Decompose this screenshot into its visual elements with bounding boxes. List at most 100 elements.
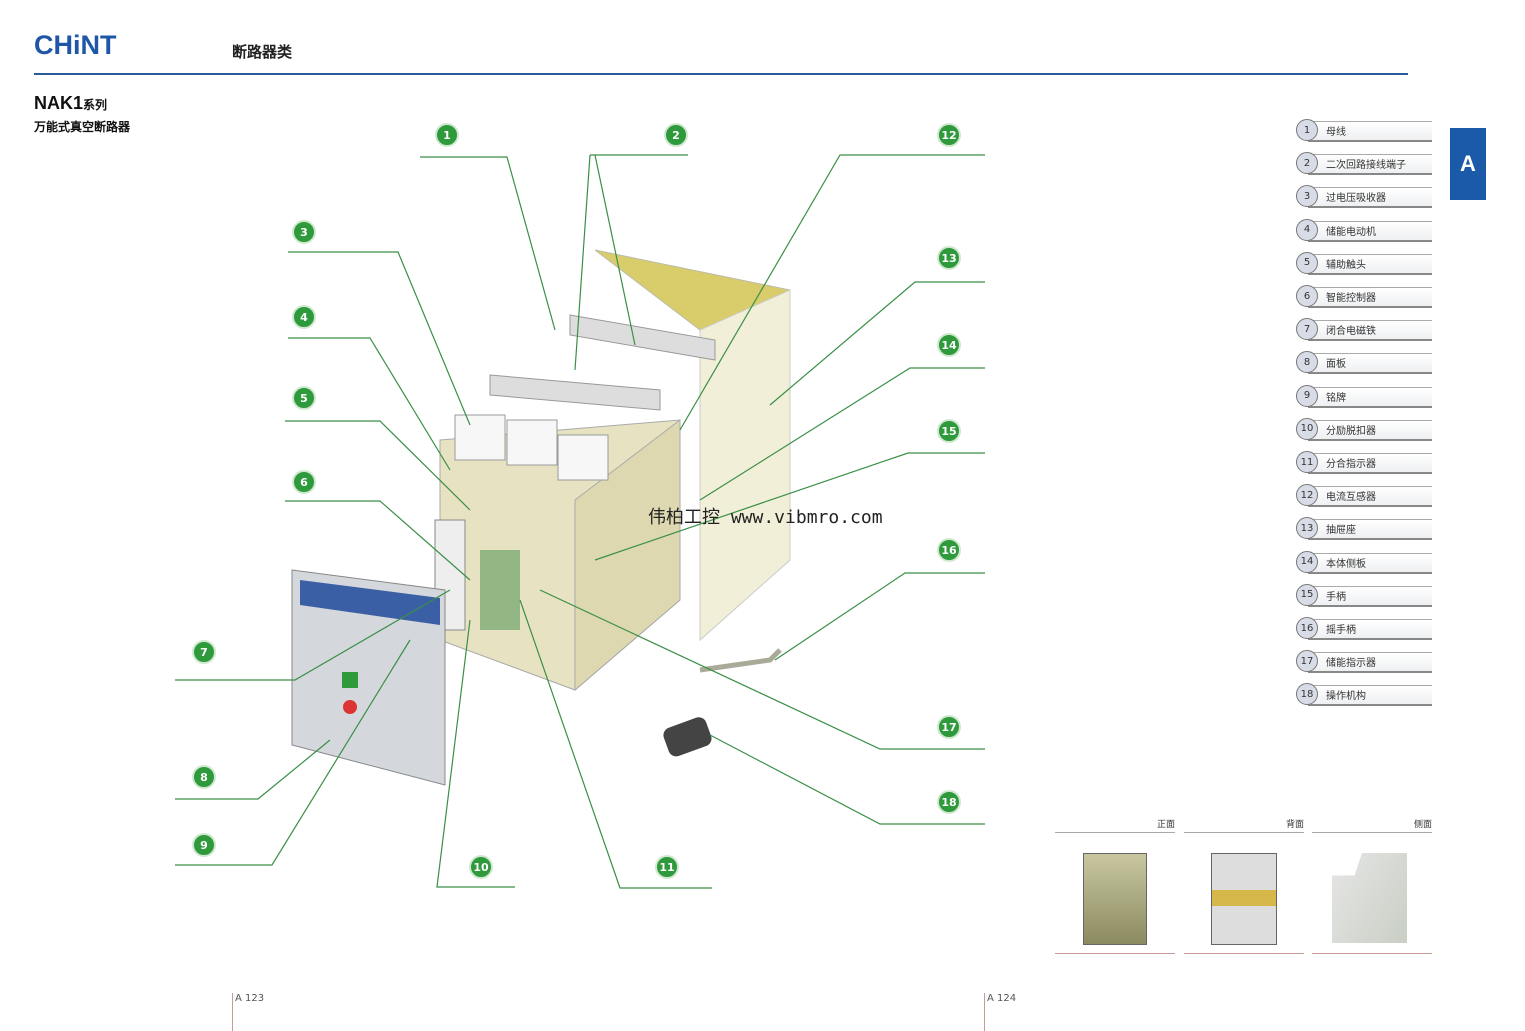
legend-bar bbox=[1308, 652, 1432, 674]
legend-item: 15 手柄 bbox=[1296, 583, 1432, 607]
callout-circle bbox=[937, 123, 961, 147]
callout-circle bbox=[192, 640, 216, 664]
legend-label: 分合指示器 bbox=[1326, 459, 1376, 470]
legend-label: 闭合电磁铁 bbox=[1326, 326, 1376, 338]
callout-number: 4 bbox=[300, 311, 308, 324]
front-view-image bbox=[1083, 853, 1147, 945]
callout-number: 5 bbox=[300, 392, 308, 405]
callout-number: 10 bbox=[473, 861, 489, 874]
callout-number: 13 bbox=[941, 252, 956, 265]
callout-6: 6 bbox=[292, 470, 316, 494]
product-subtitle: 万能式真空断路器 bbox=[34, 120, 131, 134]
legend-bar bbox=[1308, 386, 1432, 408]
legend-bar bbox=[1308, 486, 1432, 508]
callout-circle bbox=[292, 220, 316, 244]
legend-label: 手柄 bbox=[1326, 591, 1346, 603]
legend-label: 储能电动机 bbox=[1326, 226, 1376, 238]
category-title: 断路器类 bbox=[232, 43, 293, 61]
legend-item: 7 闭合电磁铁 bbox=[1296, 318, 1432, 342]
view-label: 正面 bbox=[1055, 817, 1175, 833]
callout-13: 13 bbox=[937, 246, 961, 270]
legend-item: 13 抽屉座 bbox=[1296, 517, 1432, 541]
legend-bar bbox=[1308, 320, 1432, 342]
legend-number: 7 bbox=[1296, 318, 1318, 341]
legend-number: 14 bbox=[1296, 550, 1318, 573]
legend-label: 辅助触头 bbox=[1326, 259, 1366, 271]
callout-circle bbox=[292, 386, 316, 410]
callout-number: 14 bbox=[941, 339, 957, 352]
callout-number: 1 bbox=[443, 129, 451, 142]
legend-number: 16 bbox=[1296, 617, 1318, 639]
view-label: 背面 bbox=[1184, 817, 1304, 833]
legend-number: 3 bbox=[1296, 185, 1318, 208]
callout-12: 12 bbox=[937, 123, 961, 147]
callout-number: 12 bbox=[941, 129, 956, 142]
legend-bar bbox=[1308, 287, 1432, 308]
legend-number: 13 bbox=[1296, 517, 1318, 540]
callout-number: 3 bbox=[300, 226, 308, 239]
legend-bar bbox=[1308, 619, 1432, 640]
legend-bar bbox=[1308, 121, 1432, 142]
legend-bar bbox=[1308, 187, 1432, 209]
series-suffix: 系列 bbox=[83, 98, 108, 112]
callout-11: 11 bbox=[655, 855, 679, 879]
header-divider bbox=[34, 73, 1408, 75]
callout-circle bbox=[937, 333, 961, 357]
legend-label: 操作机构 bbox=[1326, 691, 1366, 703]
legend-label: 智能控制器 bbox=[1326, 293, 1376, 304]
legend-number: 5 bbox=[1296, 251, 1318, 274]
callout-circle bbox=[655, 855, 679, 879]
series-title: NAK1系列 bbox=[34, 93, 107, 114]
view-side: 侧面 bbox=[1312, 817, 1432, 954]
page-number-left: A 123 bbox=[232, 993, 264, 1031]
callout-circle bbox=[937, 419, 961, 443]
callout-10: 10 bbox=[469, 855, 493, 879]
callout-number: 15 bbox=[941, 425, 956, 438]
page-number-right: A 124 bbox=[984, 993, 1016, 1031]
legend-bar bbox=[1308, 220, 1432, 242]
callout-number: 9 bbox=[200, 839, 208, 852]
legend-bar bbox=[1308, 154, 1432, 176]
legend-label: 铭牌 bbox=[1326, 392, 1346, 404]
legend-bar bbox=[1308, 253, 1432, 275]
legend-bar bbox=[1308, 453, 1432, 474]
legend-label: 面板 bbox=[1326, 359, 1346, 371]
callout-circle bbox=[292, 470, 316, 494]
legend-bar bbox=[1308, 419, 1432, 441]
view-front: 正面 bbox=[1055, 817, 1175, 954]
chint-logo: CHiNT bbox=[34, 30, 117, 60]
callout-circle bbox=[292, 305, 316, 329]
breaker-illustration bbox=[291, 249, 791, 786]
callout-14: 14 bbox=[937, 333, 961, 357]
callout-18: 18 bbox=[937, 790, 961, 814]
legend-label: 过电压吸收器 bbox=[1326, 193, 1386, 205]
callout-7: 7 bbox=[192, 640, 216, 664]
callout-2: 2 bbox=[664, 123, 688, 147]
watermark: 伟柏工控 www.vibmro.com bbox=[648, 507, 883, 528]
view-back: 背面 bbox=[1184, 817, 1304, 954]
callout-number: 18 bbox=[941, 796, 956, 809]
legend-item: 14 本体侧板 bbox=[1296, 550, 1432, 574]
legend-number: 15 bbox=[1296, 583, 1318, 606]
section-tab[interactable]: A bbox=[1450, 128, 1486, 200]
view-label: 侧面 bbox=[1312, 817, 1432, 833]
legend-label: 抽屉座 bbox=[1326, 525, 1356, 537]
callout-circle bbox=[192, 765, 216, 789]
series-name: NAK1 bbox=[34, 93, 84, 113]
legend-label: 本体侧板 bbox=[1326, 558, 1366, 570]
callout-15: 15 bbox=[937, 419, 961, 443]
legend-label: 分励脱扣器 bbox=[1326, 425, 1376, 437]
callout-circle bbox=[469, 855, 493, 879]
callout-number: 17 bbox=[941, 721, 956, 734]
legend-item: 5 辅助触头 bbox=[1296, 251, 1432, 275]
